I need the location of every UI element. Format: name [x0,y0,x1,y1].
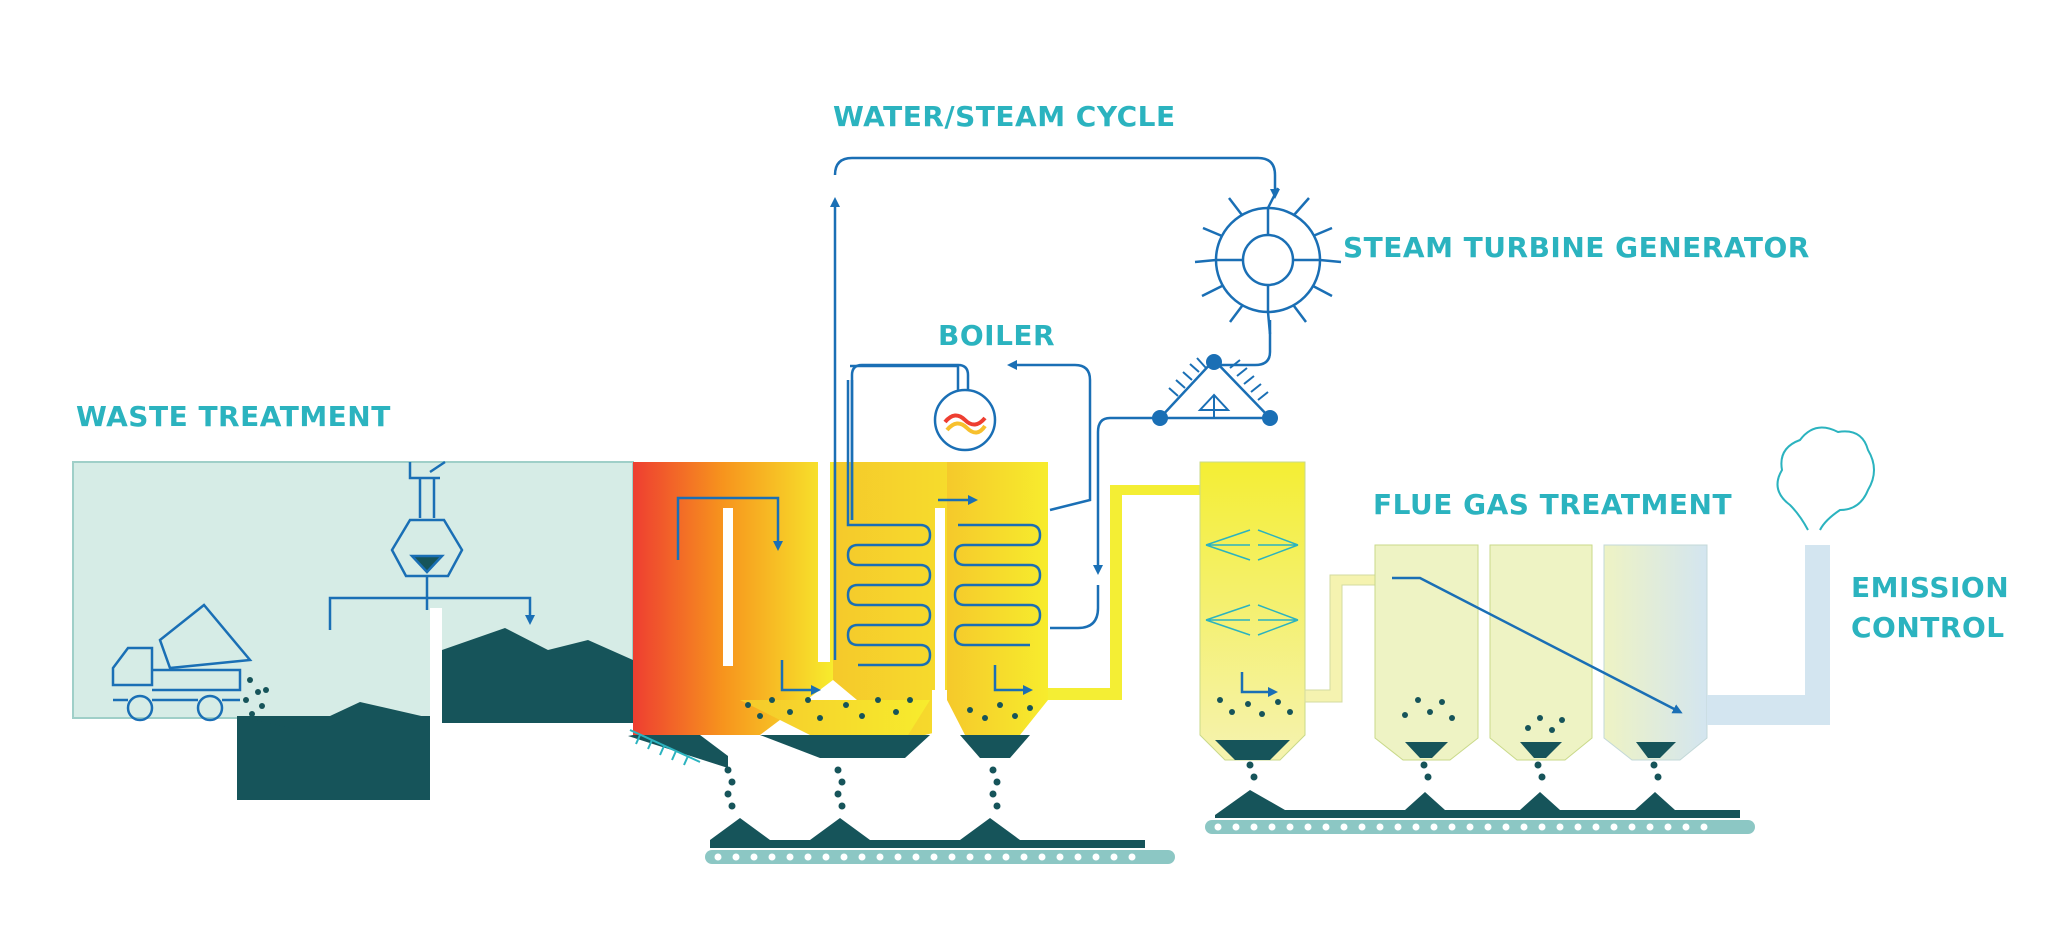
furnace-baffle [723,508,733,666]
grate-ramp-icon [629,729,701,766]
flue-gas-treatment-section [1199,461,1708,761]
bunker-divider [430,608,442,800]
boiler-hopper-1 [740,700,930,740]
stack-duct [1707,545,1830,725]
spray-reactor-ash [1215,740,1290,760]
generator-icon [1152,354,1278,426]
spray-reactor-particles [1217,697,1293,717]
steam-top-pipe [833,156,1280,199]
falling-waste-particles [243,677,269,717]
flue-gas-duct [1048,485,1200,700]
boiler-hopper-1-ash [760,735,930,758]
boiler-exit-arrow [993,665,1033,695]
filter-flow-arrow [1392,576,1683,714]
boiler-loop-pipe [850,363,970,520]
label-water-steam-cycle: WATER/STEAM CYCLE [833,100,1176,133]
duct-to-flue-treatment [1048,485,1200,700]
label-emission-control: EMISSION CONTROL [1851,568,2031,648]
filter-unit-3 [1603,544,1708,761]
waste-treatment-section [72,460,634,800]
boiler-third-pass [947,462,1048,735]
ash-conveyor-icon [705,761,1755,864]
feedwater-return [1050,585,1100,630]
filter-hopper-ash [1405,742,1676,758]
waste-pile-right [442,628,633,723]
crane-grab-icon [390,460,464,610]
label-steam-turbine-generator: STEAM TURBINE GENERATOR [1343,231,1810,264]
boiler-hopper-2-ash [960,735,1030,758]
boiler-baffle-2 [935,508,945,708]
furnace-flow-arrow-2 [780,660,821,695]
turbine-icon [1194,187,1342,335]
spray-nozzles-icon [1205,529,1299,636]
furnace-section [628,462,833,768]
label-flue-gas-treatment: FLUE GAS TREATMENT [1373,488,1733,521]
label-emission-control-line1: EMISSION [1851,571,2010,604]
boiler-icon [933,388,997,452]
emission-control-section [1707,426,1875,725]
label-waste-treatment: WASTE TREATMENT [76,400,391,433]
filter-particles [1402,697,1565,733]
spray-reactor [1199,461,1306,761]
return-pipe-to-boiler [1007,360,1092,460]
boiler-feed-loop [1049,460,1092,512]
filter-unit-2 [1489,544,1593,761]
condensate-return-pipe [1215,320,1272,367]
spray-reactor-flow-arrow [1240,672,1278,697]
water-steam-cycle [830,156,1280,660]
ash-particles [745,697,1033,721]
truck-icon [111,603,253,722]
filter-unit-1 [1374,544,1479,761]
crane-transfer-arrow [328,596,535,630]
feedwater-pipe [1093,416,1160,575]
smoke-cloud-icon [1776,426,1875,531]
boiler-gap [932,690,947,745]
label-boiler: BOILER [938,319,1056,352]
label-emission-control-line2: CONTROL [1851,611,2005,644]
boiler-section [740,360,1092,758]
boiler-baffle-1 [818,462,830,662]
furnace-flow-arrow-1 [676,496,783,560]
duct-to-filters [1304,574,1376,703]
waste-pile-left [237,702,430,800]
